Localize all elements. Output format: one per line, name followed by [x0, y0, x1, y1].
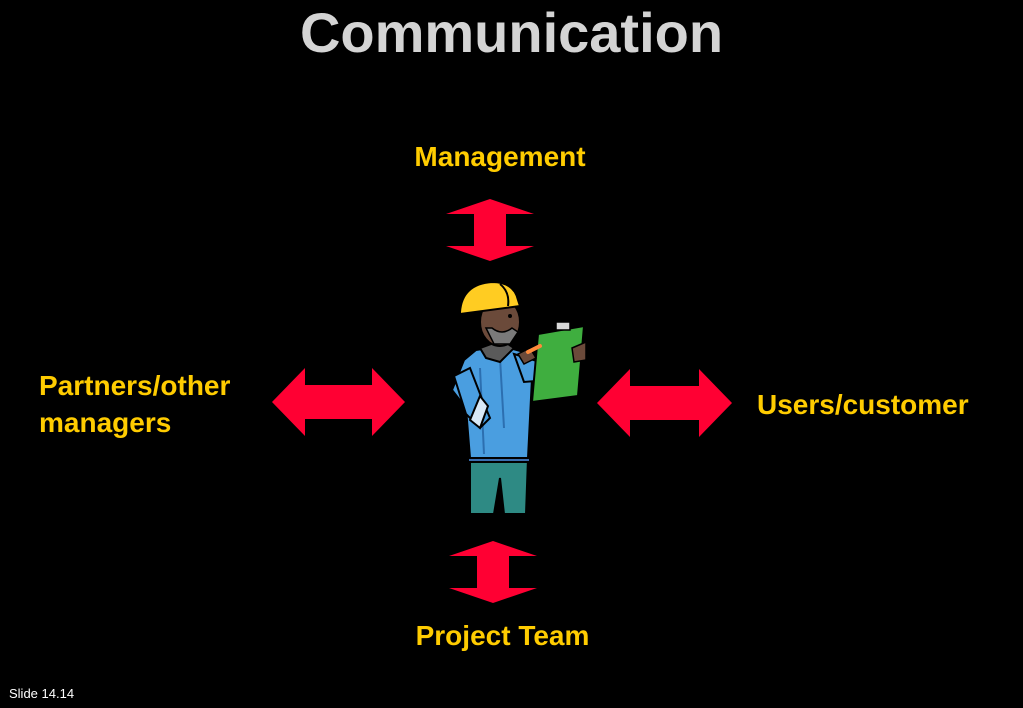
slide-title: Communication [299, 1, 724, 64]
worker-with-clipboard-icon [450, 280, 587, 515]
project-team-arrow-icon [449, 541, 537, 603]
project-team-label: Project Team [415, 620, 590, 651]
slide-number: Slide 14.14 [9, 686, 75, 701]
users-label: Users/customer [757, 389, 969, 420]
users-arrow-icon [597, 369, 732, 437]
partners-arrow-icon [272, 368, 405, 436]
management-label: Management [414, 141, 586, 172]
management-arrow-icon [446, 199, 534, 261]
partners-label: Partners/other managers [39, 370, 231, 438]
